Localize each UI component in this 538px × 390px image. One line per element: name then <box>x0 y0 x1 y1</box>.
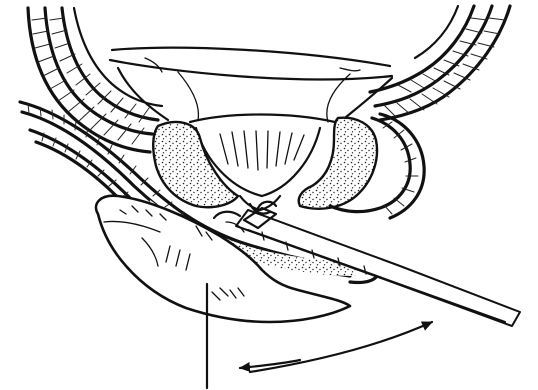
angle-arrow <box>240 322 432 372</box>
examining-finger <box>96 196 350 322</box>
